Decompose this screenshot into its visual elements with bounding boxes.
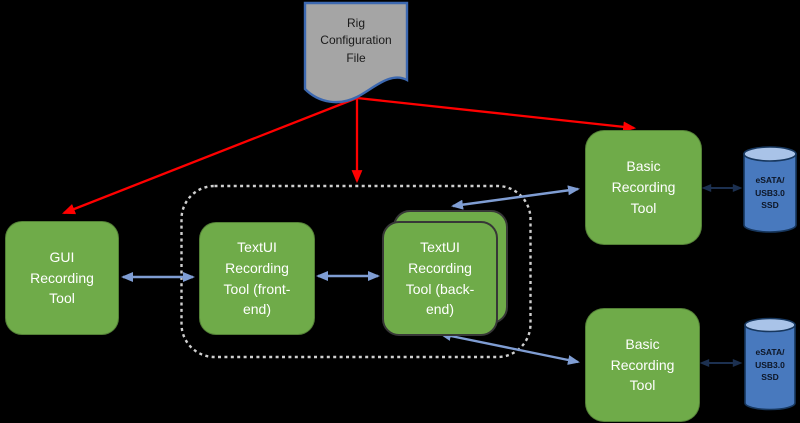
basic-recording-tool-bottom-label: Basic Recording Tool	[610, 335, 675, 394]
basic-recording-tool-top-node: Basic Recording Tool	[585, 130, 702, 245]
rig-config-file-shape	[303, 1, 409, 104]
textui-group-dashed-container	[180, 184, 532, 359]
ssd-top-label: eSATA/ USB3.0 SSD	[744, 167, 796, 219]
ssd-top-text: eSATA/ USB3.0 SSD	[755, 174, 785, 211]
basic-recording-tool-bottom-node: Basic Recording Tool	[585, 308, 700, 422]
basic-recording-tool-top-label: Basic Recording Tool	[611, 158, 676, 216]
ssd-bottom-cylinder	[744, 317, 796, 411]
backend-basic-top-arrow	[451, 185, 580, 210]
config-to-gui-arrow	[61, 96, 358, 215]
textui-backend-node: TextUI Recording Tool (back-end)	[382, 221, 498, 336]
gui-recording-tool-node: GUI Recording Tool	[5, 221, 119, 335]
gui-recording-tool-label: GUI Recording Tool	[30, 248, 94, 307]
ssd-bottom-text: eSATA/ USB3.0 SSD	[755, 346, 785, 383]
ssd-bottom-label: eSATA/ USB3.0 SSD	[745, 340, 795, 390]
rig-config-file-text: Rig Configuration File	[320, 15, 392, 65]
textui-frontend-node: TextUI Recording Tool (front-end)	[199, 222, 315, 335]
config-to-basic-top-arrow	[356, 96, 637, 133]
rig-config-file-label: Rig Configuration File	[305, 2, 407, 80]
backend-basic-bottom-arrow	[439, 331, 580, 365]
textui-backend-label: TextUI Recording Tool (back-end)	[405, 239, 475, 318]
textui-frontend-label: TextUI Recording Tool (front-end)	[223, 239, 291, 318]
ssd-top-cylinder	[743, 146, 797, 233]
